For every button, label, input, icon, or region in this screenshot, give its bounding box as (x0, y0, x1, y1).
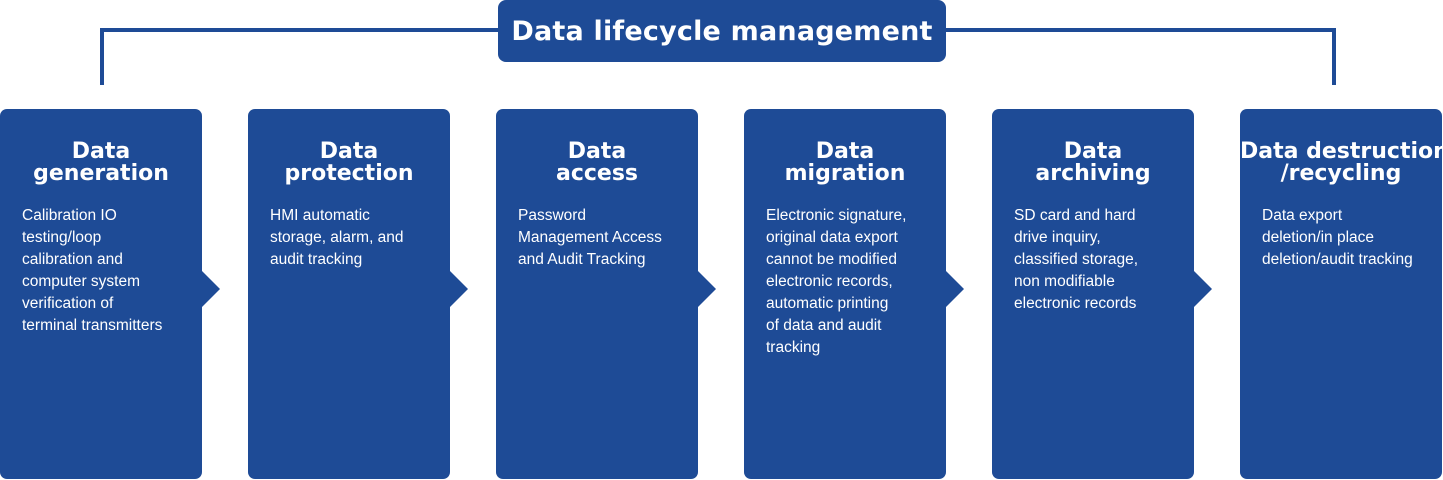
stage-description: Electronic signature, original data expo… (766, 207, 907, 356)
stage-description: Password Management Access and Audit Tra… (518, 207, 662, 268)
stage-description: SD card and hard drive inquiry, classifi… (1014, 207, 1139, 312)
stage-data-destruction: Data destruction /recycling Data export … (1240, 109, 1443, 479)
stage-data-access: Data access Password Management Access a… (496, 109, 698, 479)
lifecycle-title-box: Data lifecycle management (498, 0, 946, 62)
stage-title: Data archiving (1035, 139, 1151, 186)
arrow-right-icon (946, 271, 964, 307)
stage-description: Data export deletion/in place deletion/a… (1262, 207, 1413, 268)
arrow-right-icon (698, 271, 716, 307)
arrow-right-icon (1194, 271, 1212, 307)
stage-description: Calibration IO testing/loop calibration … (22, 207, 163, 334)
stage-title: Data access (555, 139, 639, 186)
stage-data-generation: Data generation Calibration IO testing/l… (0, 109, 202, 479)
stage-data-protection: Data protection HMI automatic storage, a… (248, 109, 450, 479)
arrow-right-icon (450, 271, 468, 307)
stage-title: Data generation (33, 139, 169, 186)
stage-title: Data protection (284, 139, 414, 186)
stage-data-migration: Data migration Electronic signature, ori… (744, 109, 946, 479)
stage-data-archiving: Data archiving SD card and hard drive in… (992, 109, 1194, 479)
stage-title: Data destruction /recycling (1240, 139, 1443, 186)
stage-title: Data migration (784, 139, 906, 186)
arrow-right-icon (202, 271, 220, 307)
lifecycle-title: Data lifecycle management (511, 15, 933, 47)
stage-description: HMI automatic storage, alarm, and audit … (270, 207, 404, 268)
